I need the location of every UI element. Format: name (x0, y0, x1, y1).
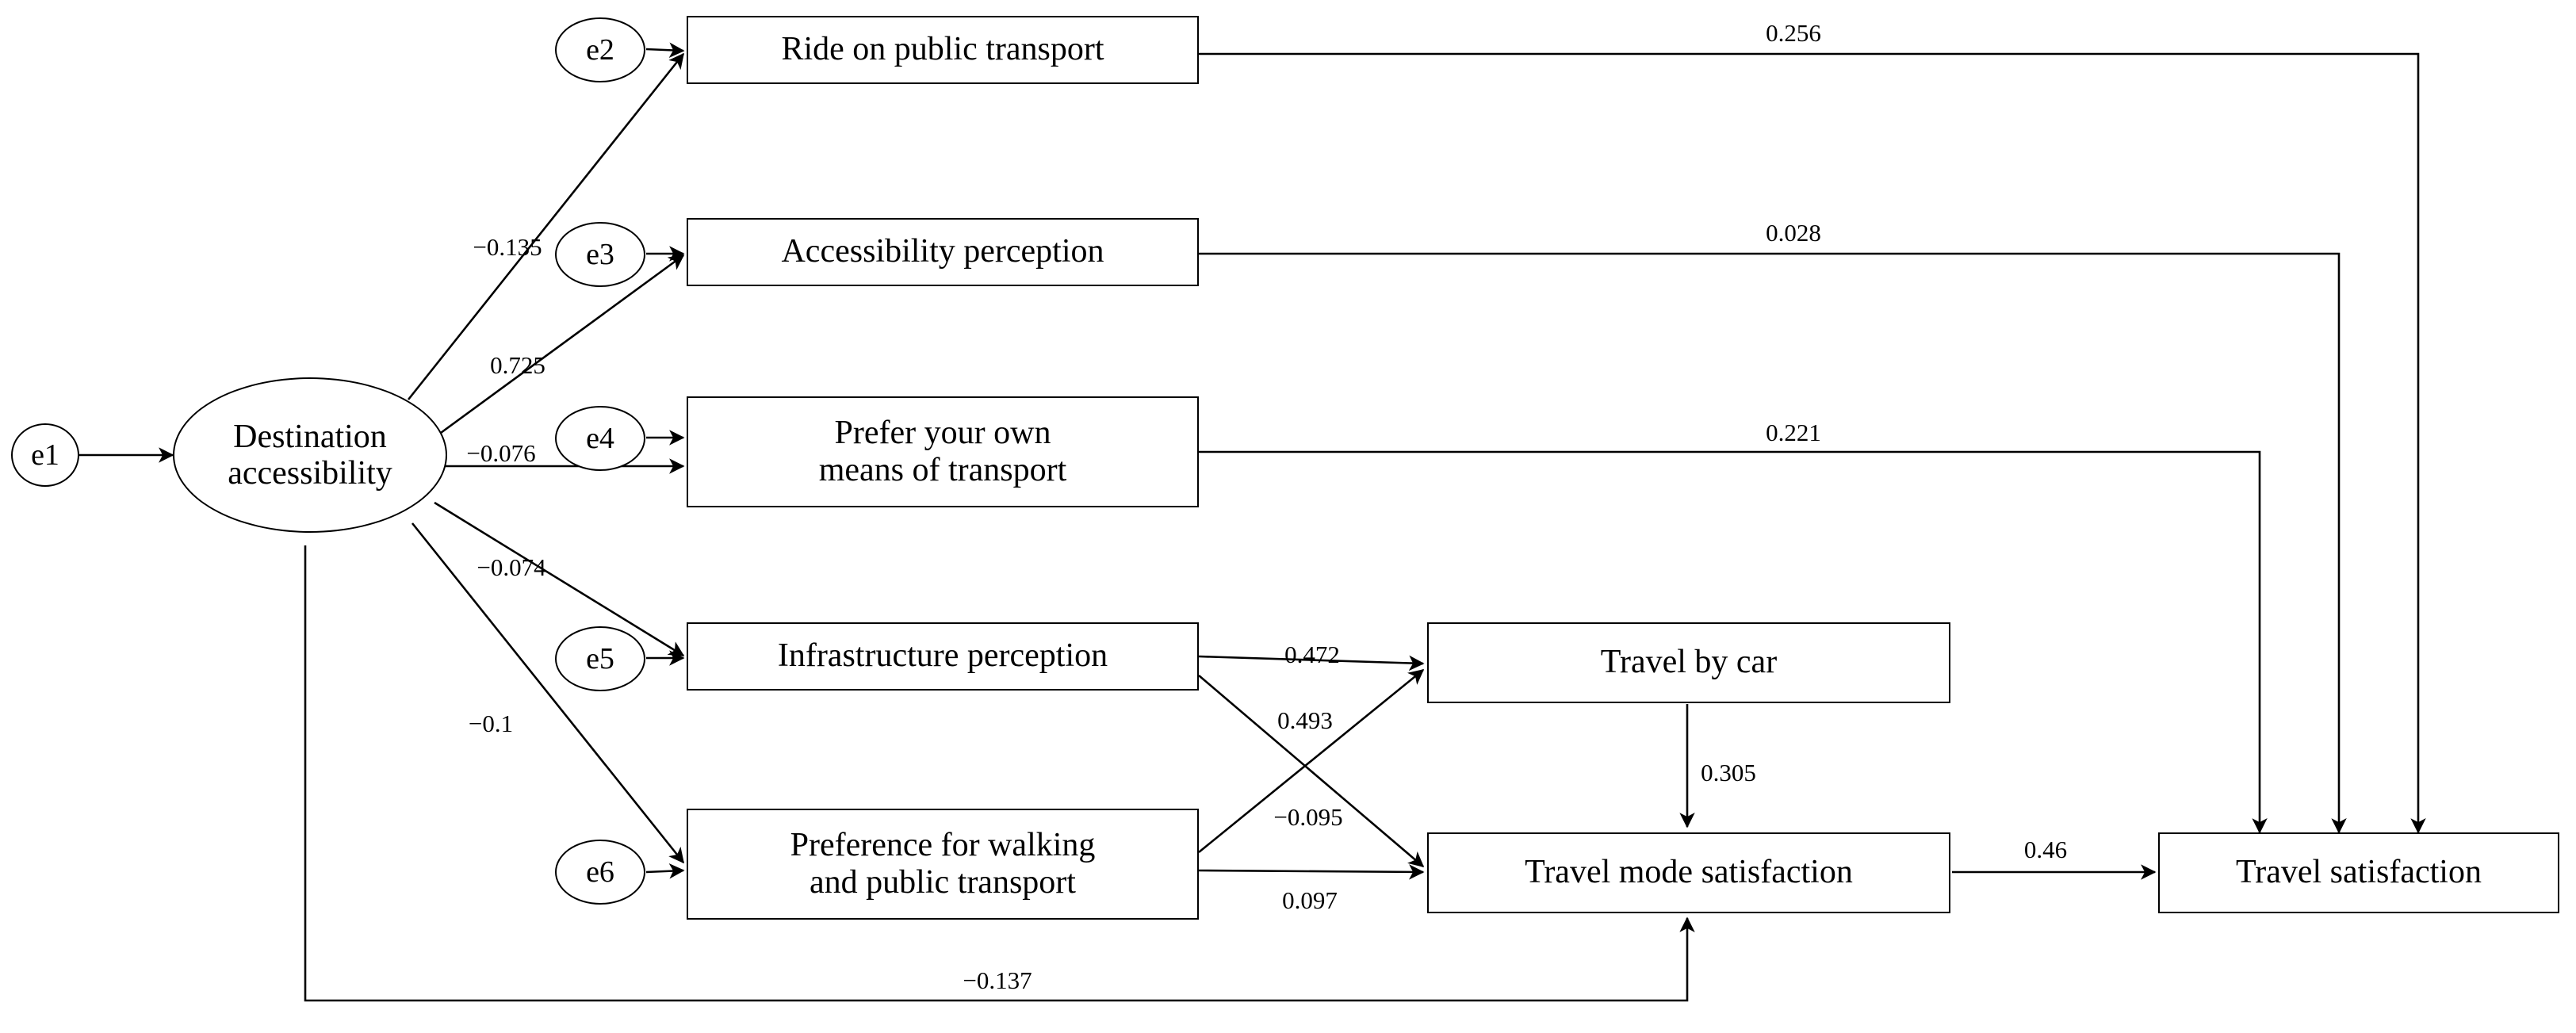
edge-destination-accessibility-to-travel-mode-satisfaction (304, 545, 1695, 1002)
coefficient-travel-mode-satisfaction-to-travel-satisfaction: 0.46 (2024, 836, 2067, 864)
node-destination-accessibility-line1: Destination (233, 418, 387, 455)
node-travel-by-car[interactable]: Travel by car (1427, 622, 1950, 703)
coefficient-infrastructure-to-travel-mode-satisfaction: 0.493 (1277, 706, 1333, 735)
coefficient-da-to-infrastructure-perception: −0.074 (477, 553, 545, 582)
node-travel-satisfaction-label: Travel satisfaction (2236, 854, 2482, 891)
coefficient-value: 0.46 (2023, 836, 2068, 863)
node-destination-accessibility[interactable]: Destination accessibility (173, 377, 447, 533)
node-travel-mode-satisfaction[interactable]: Travel mode satisfaction (1427, 832, 1950, 913)
node-infrastructure-perception-label: Infrastructure perception (777, 637, 1108, 675)
node-prefer-own-means-line1: Prefer your own (834, 414, 1051, 451)
node-preference-walking-line1: Preference for walking (790, 826, 1096, 863)
edge-preference-walking-to-travel-mode-satisfaction (1198, 864, 1425, 880)
coefficient-value: 0.305 (1701, 759, 1756, 786)
coefficient-prefer-own-means-to-travel-satisfaction: 0.221 (1766, 419, 1821, 447)
coefficient-value: −0.074 (477, 553, 546, 581)
error-term-e3-label: e3 (586, 238, 614, 271)
error-term-e2[interactable]: e2 (555, 17, 645, 82)
edge-ride-public-transport-to-travel-satisfaction (1199, 52, 2426, 834)
error-term-e4[interactable]: e4 (555, 406, 645, 471)
coefficient-preference-walking-to-travel-mode-satisfaction: 0.097 (1282, 886, 1338, 915)
coefficient-value: 0.256 (1766, 19, 1821, 47)
edge-preference-walking-to-travel-by-car (1198, 668, 1425, 854)
node-prefer-your-own-means-of-transport[interactable]: Prefer your own means of transport (687, 396, 1199, 507)
coefficient-value: −0.1 (468, 710, 514, 737)
error-term-e3[interactable]: e3 (555, 222, 645, 287)
coefficient-da-to-prefer-own-means: −0.076 (466, 439, 535, 468)
coefficient-value: −0.076 (466, 439, 536, 467)
error-term-e6[interactable]: e6 (555, 840, 645, 905)
edge-da-to-infrastructure-perception (434, 501, 685, 657)
coefficient-value: 0.028 (1766, 219, 1821, 247)
coefficient-da-to-preference-walking: −0.1 (469, 710, 513, 738)
coefficient-value: −0.095 (1273, 803, 1343, 831)
node-accessibility-perception[interactable]: Accessibility perception (687, 218, 1199, 286)
coefficient-value: 0.221 (1766, 419, 1821, 446)
coefficient-ride-to-travel-satisfaction: 0.256 (1766, 19, 1821, 48)
coefficient-travel-by-car-to-travel-mode-satisfaction: 0.305 (1701, 759, 1756, 787)
error-term-e1[interactable]: e1 (11, 423, 79, 487)
edge-da-to-preference-walking (411, 522, 685, 864)
coefficient-infrastructure-to-travel-by-car: 0.472 (1284, 641, 1340, 669)
error-term-e5[interactable]: e5 (555, 626, 645, 691)
error-term-e4-label: e4 (586, 422, 614, 455)
node-travel-satisfaction[interactable]: Travel satisfaction (2158, 832, 2559, 913)
edge-da-to-ride-public-transport (407, 52, 685, 400)
coefficient-value: 0.493 (1277, 706, 1333, 734)
coefficient-value: −0.135 (473, 233, 542, 261)
coefficient-preference-walking-to-travel-by-car: −0.095 (1273, 803, 1342, 832)
node-destination-accessibility-line2: accessibility (228, 455, 392, 492)
edge-accessibility-perception-to-travel-satisfaction (1199, 252, 2347, 834)
error-term-e2-label: e2 (586, 33, 614, 67)
coefficient-value: 0.725 (490, 351, 545, 379)
node-travel-by-car-label: Travel by car (1600, 644, 1778, 681)
node-ride-on-public-transport-label: Ride on public transport (781, 31, 1104, 68)
coefficient-da-to-travel-mode-satisfaction: −0.137 (963, 966, 1032, 995)
node-ride-on-public-transport[interactable]: Ride on public transport (687, 16, 1199, 84)
coefficient-value: 0.097 (1282, 886, 1338, 914)
coefficient-da-to-ride-public-transport: −0.135 (473, 233, 542, 262)
coefficient-value: 0.472 (1284, 641, 1340, 668)
coefficient-value: −0.137 (963, 966, 1032, 994)
edge-prefer-own-means-to-travel-satisfaction (1199, 450, 2268, 834)
edge-da-to-accessibility-perception (431, 254, 685, 441)
edge-infrastructure-to-travel-by-car (1198, 655, 1425, 671)
node-accessibility-perception-label: Accessibility perception (781, 233, 1104, 270)
edge-infrastructure-to-travel-mode-satisfaction (1198, 675, 1425, 868)
node-preference-for-walking-and-public-transport[interactable]: Preference for walking and public transp… (687, 809, 1199, 920)
node-travel-mode-satisfaction-label: Travel mode satisfaction (1525, 854, 1853, 891)
node-prefer-own-means-line2: means of transport (818, 452, 1067, 488)
node-preference-walking-line2: and public transport (810, 864, 1076, 901)
coefficient-accessibility-perception-to-travel-satisfaction: 0.028 (1766, 219, 1821, 247)
error-term-e6-label: e6 (586, 855, 614, 889)
error-term-e1-label: e1 (31, 438, 59, 472)
error-term-e5-label: e5 (586, 642, 614, 675)
edge-e6-to-preference-walking (645, 863, 685, 879)
edge-e2-to-ride-public-transport (645, 42, 685, 58)
node-infrastructure-perception[interactable]: Infrastructure perception (687, 622, 1199, 691)
coefficient-da-to-accessibility-perception: 0.725 (490, 351, 545, 380)
